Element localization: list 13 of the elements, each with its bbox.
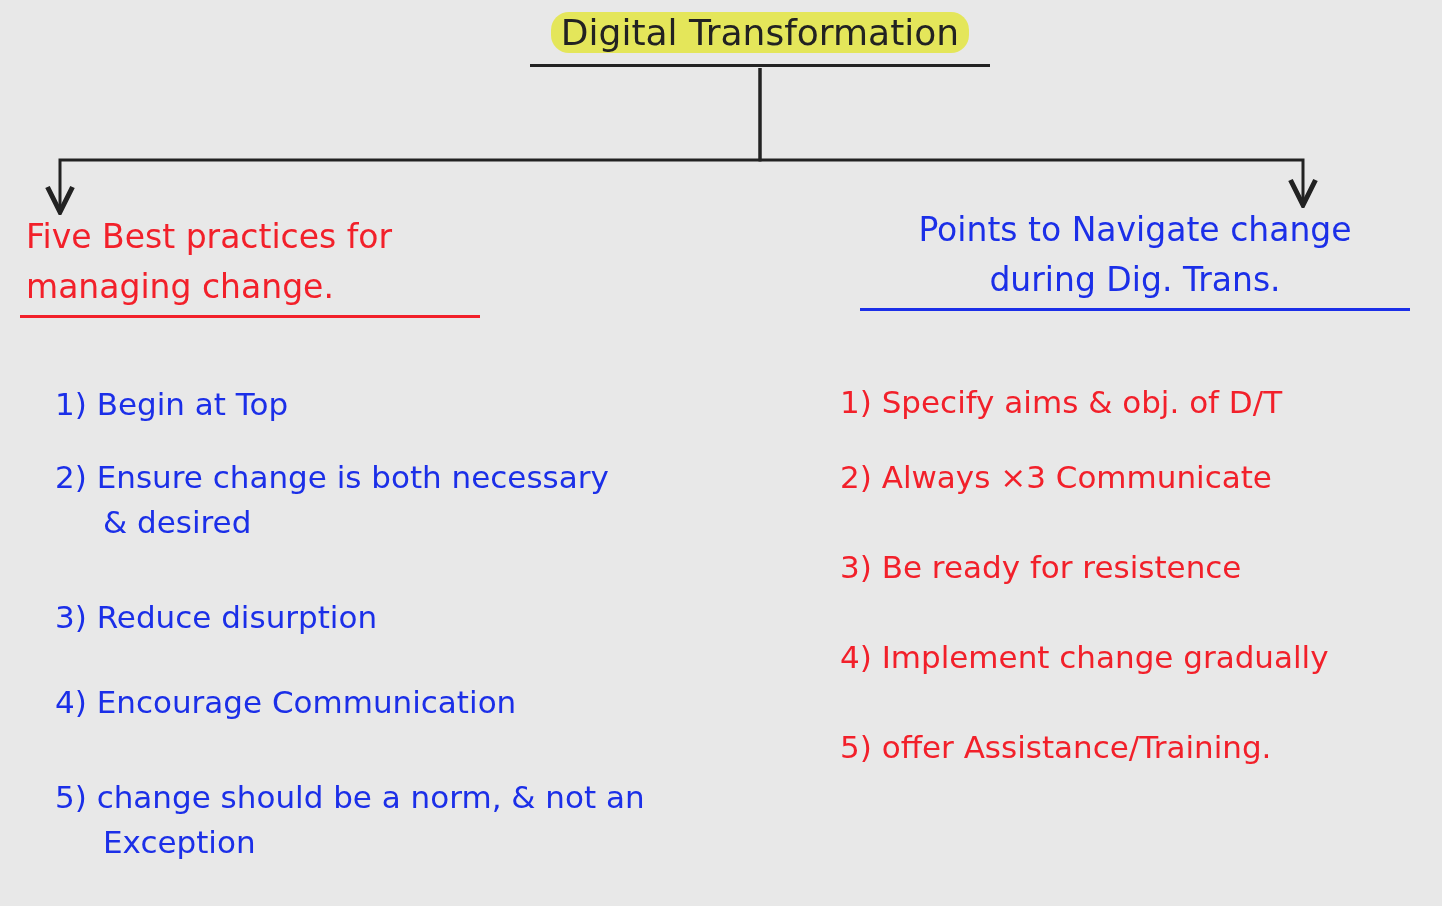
section-heading: Five Best practices for managing change. [20, 212, 480, 318]
list-item: 5) offer Assistance/Training. [840, 728, 1273, 767]
list-item: 2) Ensure change is both necessary & desired [55, 458, 610, 542]
list-item: 4) Implement change gradually [840, 638, 1330, 677]
list-item: 3) Be ready for resistence [840, 548, 1243, 587]
list-item: 1) Begin at Top [55, 385, 290, 424]
list-item: 1) Specify aims & obj. of D/T [840, 383, 1284, 422]
list-item: 5) change should be a norm, & not an Exception [55, 778, 646, 862]
section-heading: Points to Navigate change during Dig. Trans. [860, 205, 1410, 311]
arrow [758, 68, 1318, 208]
list-item: 4) Encourage Communication [55, 683, 518, 722]
list-item: 2) Always ×3 Communicate [840, 458, 1273, 497]
list-item: 3) Reduce disurption [55, 598, 379, 637]
